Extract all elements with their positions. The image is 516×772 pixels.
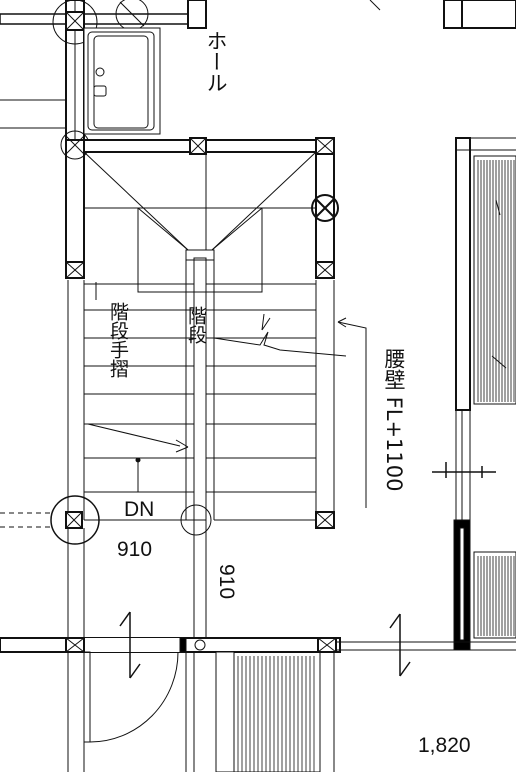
stair-left-wall [60, 130, 90, 279]
stair-top-wall [83, 137, 333, 155]
hall-label-group: ホール [204, 30, 228, 93]
stair-winder-lines [83, 151, 317, 293]
door-swing [83, 651, 179, 743]
right-wall [446, 137, 516, 651]
handrail-label: 階段手摺 [107, 302, 129, 378]
hall-label: ホール [204, 30, 228, 93]
stair-treads-left [67, 280, 194, 521]
waist-wall-label: 腰壁 FL+1100 [382, 348, 406, 492]
dimension-910-horizontal: 910 [117, 538, 152, 561]
dimension-1820: 1,820 [418, 734, 471, 757]
stair-stringer [185, 249, 215, 521]
stairs-label: 階段 [185, 306, 207, 344]
right-hatch-lower [473, 551, 516, 639]
stair-start-mark [135, 457, 212, 640]
lower-hatch [233, 651, 321, 772]
top-wall [0, 0, 516, 141]
sliding-door-arrow [119, 462, 496, 679]
bottom-wall [0, 637, 446, 653]
stair-right-wall [311, 137, 339, 279]
waist-wall-leader [337, 317, 367, 508]
column-marker-lower [0, 495, 100, 640]
right-hatch-upper [473, 155, 516, 405]
dimension-910-vertical: 910 [215, 564, 238, 599]
break-line [213, 313, 347, 357]
dn-label: DN [124, 498, 154, 521]
column-marker [52, 0, 149, 45]
stair-treads-right [206, 280, 335, 529]
washroom-fixture [83, 27, 161, 135]
